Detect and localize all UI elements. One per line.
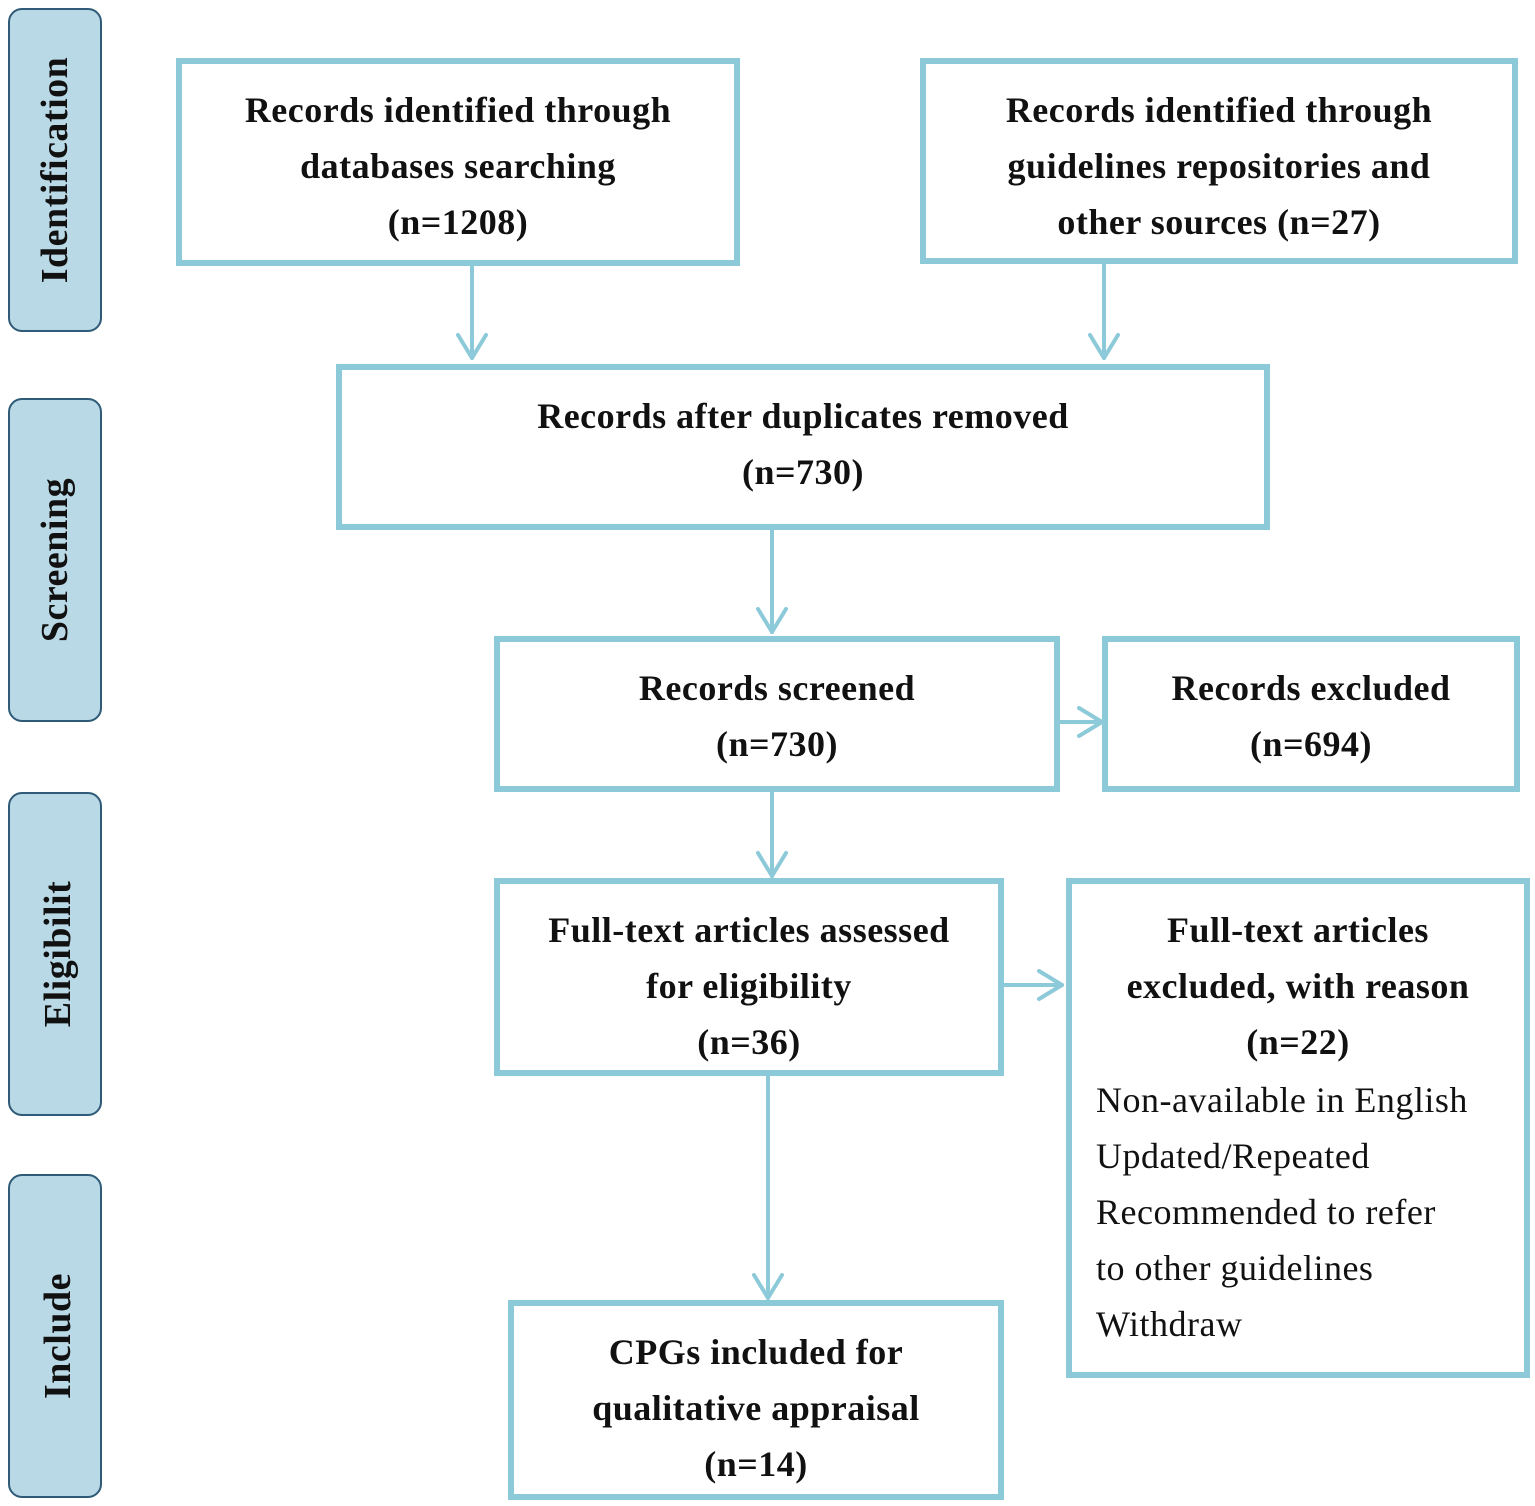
excluded-line1: Records excluded [1171, 668, 1451, 708]
box-databases-records: Records identified through databases sea… [176, 58, 740, 266]
box-duplicates-removed: Records after duplicates removed (n=730) [336, 364, 1270, 530]
fulltext-excluded-count: (n=22) [1246, 1022, 1350, 1062]
repositories-line2: guidelines repositories and [1007, 146, 1431, 186]
fulltext-line1: Full-text articles assessed [548, 910, 950, 950]
exclusion-reason: Recommended to refer [1096, 1192, 1436, 1232]
repositories-line3: other sources (n=27) [1057, 202, 1381, 242]
box-repositories-records: Records identified through guidelines re… [920, 58, 1518, 264]
fulltext-count: (n=36) [697, 1022, 801, 1062]
repositories-line1: Records identified through [1005, 90, 1433, 130]
fulltext-excluded-line1: Full-text articles [1167, 910, 1429, 950]
exclusion-reason: Non-available in English [1096, 1080, 1468, 1120]
box-fulltext-assessed: Full-text articles assessed for eligibil… [494, 878, 1004, 1076]
box-cpgs-included: CPGs included for qualitative appraisal … [508, 1300, 1004, 1500]
exclusion-reason: to other guidelines [1096, 1248, 1374, 1288]
fulltext-excluded-line2: excluded, with reason [1126, 966, 1470, 1006]
included-line1: CPGs included for [608, 1332, 904, 1372]
arrowhead-fulltext-included [752, 1273, 784, 1300]
exclusion-reasons-list: Non-available in English Updated/Repeate… [1072, 1072, 1524, 1352]
screened-count: (n=730) [715, 724, 838, 764]
arrowhead-fulltext-excluded [1037, 969, 1064, 1001]
phase-screening: Screening [8, 398, 102, 722]
arrowhead-screened-fulltext [756, 851, 788, 878]
included-count: (n=14) [704, 1444, 808, 1484]
arrowhead-duplicates [756, 607, 788, 634]
exclusion-reason: Withdraw [1096, 1304, 1243, 1344]
databases-line1: Records identified through [244, 90, 672, 130]
screened-line1: Records screened [638, 668, 916, 708]
excluded-count: (n=694) [1249, 724, 1372, 764]
databases-line2: databases searching [300, 146, 616, 186]
exclusion-reason: Updated/Repeated [1096, 1136, 1370, 1176]
included-line2: qualitative appraisal [592, 1388, 920, 1428]
duplicates-line1: Records after duplicates removed [537, 396, 1069, 436]
phase-included: Include [8, 1174, 102, 1498]
arrowhead-databases [456, 333, 488, 360]
databases-count: (n=1208) [387, 202, 529, 242]
box-records-screened: Records screened (n=730) [494, 636, 1060, 792]
phase-eligibility: Eligibilit [8, 792, 102, 1116]
phase-identification: Identification [8, 8, 102, 332]
fulltext-line2: for eligibility [646, 966, 852, 1006]
box-fulltext-excluded: Full-text articles excluded, with reason… [1066, 878, 1530, 1378]
duplicates-count: (n=730) [741, 452, 864, 492]
box-records-excluded: Records excluded (n=694) [1102, 636, 1520, 792]
arrowhead-repositories [1088, 333, 1120, 360]
